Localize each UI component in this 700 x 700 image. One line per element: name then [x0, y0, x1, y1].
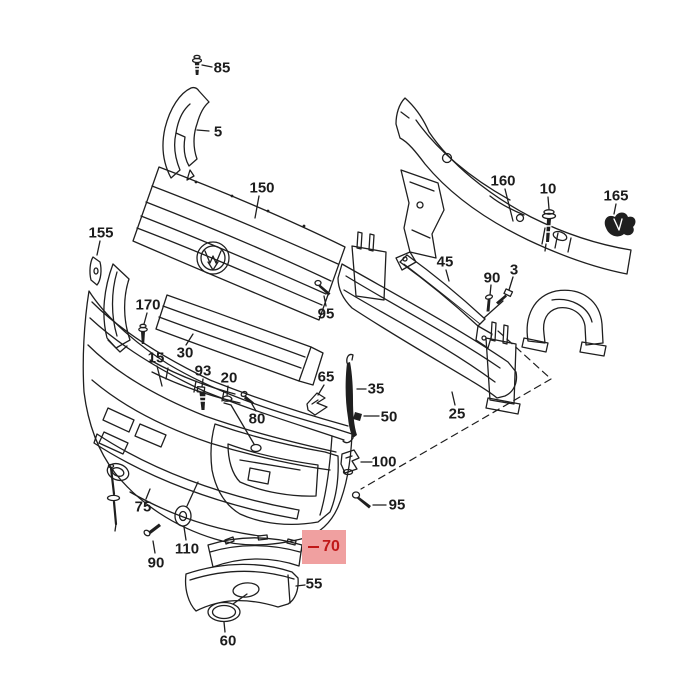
- part-label-15: 15: [147, 349, 165, 367]
- part-label-160: 160: [490, 172, 516, 190]
- part-15-bumper-cover: [82, 290, 353, 546]
- part-100-bracket-icon: [340, 449, 360, 476]
- part-label-55: 55: [305, 575, 323, 593]
- part-label-5: 5: [213, 123, 223, 141]
- part-155-plate: [89, 256, 102, 286]
- fastener-90-screw-bottom-icon: [143, 523, 161, 537]
- fastener-85-screw-icon: [191, 54, 203, 75]
- part-label-85: 85: [213, 59, 231, 77]
- part-label-35: 35: [367, 380, 385, 398]
- part-60-seal-ring-icon: [207, 593, 248, 633]
- leader-dash-70-icon: [308, 545, 320, 549]
- part-35-strip-icon: [342, 353, 357, 444]
- part-label-10: 10: [539, 180, 557, 198]
- part-label-95-bottom: 95: [388, 496, 406, 514]
- part-label-93: 93: [194, 362, 212, 380]
- fastener-93-bolt-icon: [196, 386, 206, 410]
- fastener-95-screw-left-icon: [314, 279, 331, 296]
- part-label-20: 20: [220, 369, 238, 387]
- part-label-3: 3: [509, 261, 519, 279]
- part-label-90-right: 90: [483, 269, 501, 287]
- part-160-lock-carrier: [395, 97, 632, 275]
- part-55-spoiler-lower: [184, 563, 299, 612]
- part-label-25: 25: [448, 405, 466, 423]
- part-label-45: 45: [436, 253, 454, 271]
- part-label-155: 155: [88, 224, 114, 242]
- part-label-110: 110: [174, 540, 200, 558]
- part-165-clip-icon: [604, 212, 636, 237]
- part-label-95-left: 95: [317, 305, 335, 323]
- part-75-trim-strip: [93, 433, 300, 520]
- part-label-30: 30: [176, 344, 194, 362]
- assembly-dashed-lines: [360, 330, 552, 490]
- vw-emblem-icon: [196, 241, 230, 275]
- fastener-20-clip-icon: [221, 395, 255, 445]
- part-65-bracket-icon: [306, 392, 328, 416]
- part-label-75: 75: [134, 498, 152, 516]
- part-label-165: 165: [603, 187, 629, 205]
- part-30-lower-grille: [155, 294, 324, 386]
- part-110-grommet-icon: [174, 481, 199, 527]
- part-45-crossmember: [395, 251, 493, 349]
- part-label-80: 80: [248, 410, 266, 428]
- part-label-100: 100: [371, 453, 397, 471]
- fastener-95-screw-bottom-icon: [351, 491, 371, 509]
- fastener-50-clip-icon: [353, 412, 362, 421]
- part-label-60: 60: [219, 632, 237, 650]
- part-label-170: 170: [135, 296, 161, 314]
- part-5-bracket: [162, 86, 210, 181]
- part-70-spoiler-upper: [207, 534, 303, 568]
- fastener-90-screw-right-icon: [484, 294, 494, 312]
- leader-lines: [96, 64, 617, 587]
- part-label-150: 150: [249, 179, 275, 197]
- fastener-80-screw-icon: [240, 390, 254, 405]
- part-label-70: 70: [322, 538, 340, 555]
- fastener-long-screw-icon: [106, 463, 121, 532]
- part-label-70-highlight: 70: [302, 530, 346, 564]
- part-label-50: 50: [380, 408, 398, 426]
- part-console-bracket: [521, 289, 607, 357]
- part-25-reinforcement: [337, 231, 521, 415]
- part-label-65: 65: [317, 368, 335, 386]
- part-side-bracket: [103, 263, 131, 353]
- fastener-10-screw-icon: [541, 209, 557, 252]
- fastener-170-screw-icon: [138, 323, 148, 344]
- part-label-90-bottom: 90: [147, 554, 165, 572]
- part-150-grille: [132, 166, 346, 321]
